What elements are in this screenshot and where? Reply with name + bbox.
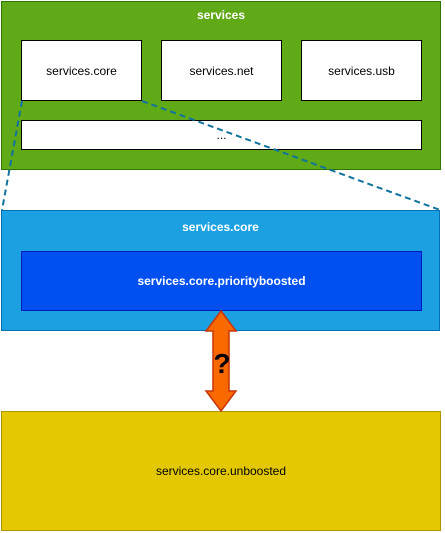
services-net-module: services.net xyxy=(161,40,282,101)
zoom-line-left xyxy=(1,100,23,211)
zoom-line-right xyxy=(141,100,441,211)
services-title: services xyxy=(196,8,246,22)
services-core-module: services.core xyxy=(21,40,142,101)
more-modules-box: ... xyxy=(21,120,422,150)
priorityboosted-box: services.core.priorityboosted xyxy=(21,251,422,311)
bidirectional-arrow xyxy=(204,309,238,413)
services-core-title: services.core xyxy=(182,220,259,234)
unboosted-box: services.core.unboosted xyxy=(1,411,441,531)
question-mark-label: ? xyxy=(213,348,231,379)
services-usb-module: services.usb xyxy=(301,40,422,101)
